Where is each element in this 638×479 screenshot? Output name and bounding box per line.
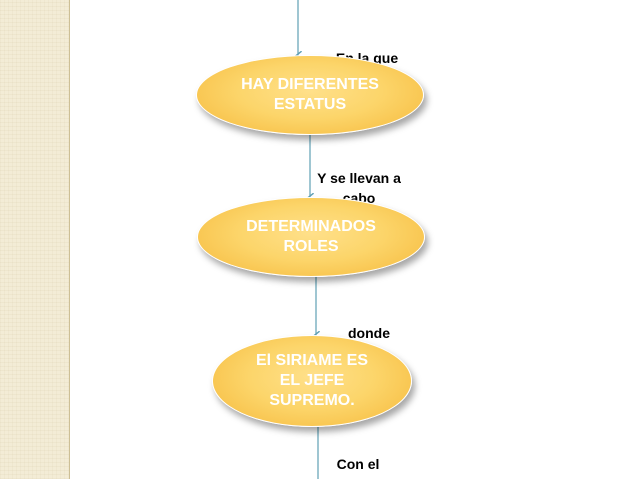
connector-label-3: donde [336, 303, 402, 343]
connector-label-4-text: Con el [336, 456, 380, 472]
connector-label-3-text: donde [348, 325, 390, 341]
node-determinados-roles-text: DETERMINADOS ROLES [246, 218, 376, 255]
decorative-side-panel [0, 0, 70, 479]
node-siriame-jefe-supremo-text: El SIRIAME ES EL JEFE SUPREMO. [255, 352, 369, 409]
node-diferentes-estatus[interactable]: HAY DIFERENTES ESTATUS [196, 55, 424, 135]
connector-label-4: Con el [327, 434, 389, 474]
node-determinados-roles[interactable]: DETERMINADOS ROLES [197, 197, 425, 277]
node-diferentes-estatus-text: HAY DIFERENTES ESTATUS [241, 76, 379, 113]
node-siriame-jefe-supremo[interactable]: El SIRIAME ES EL JEFE SUPREMO. [212, 335, 412, 427]
